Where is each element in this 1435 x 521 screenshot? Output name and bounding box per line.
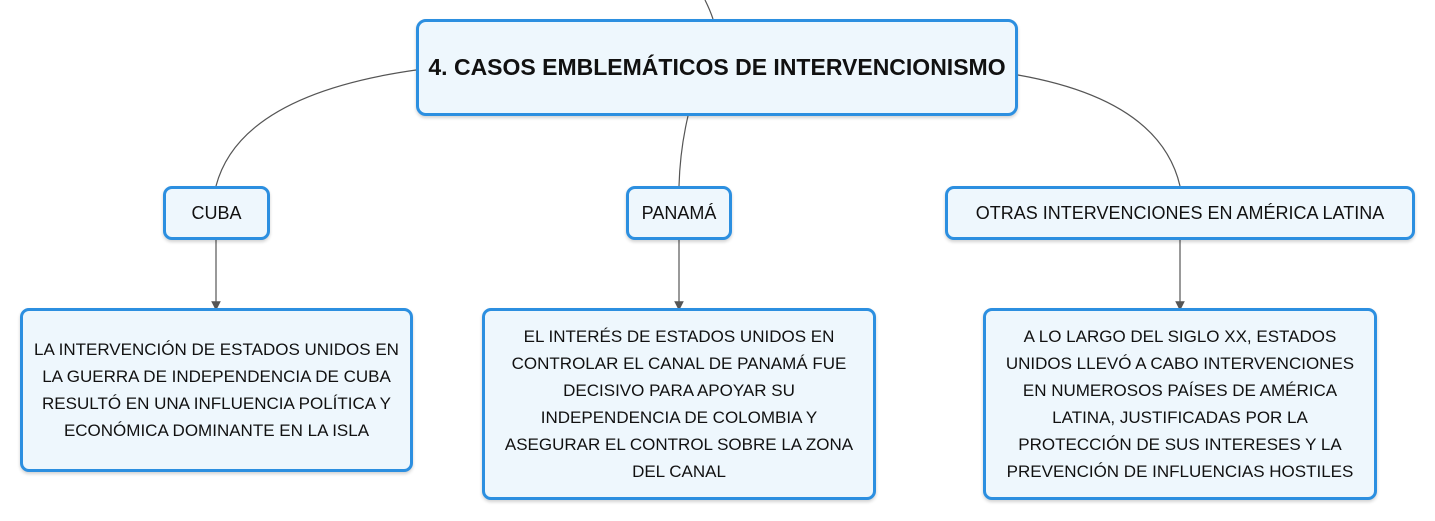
topic-node-cuba[interactable]: CUBA	[163, 186, 270, 240]
connector-root-to-cuba	[215, 69, 417, 187]
topic-node-otras-intervenciones[interactable]: OTRAS INTERVENCIONES EN AMÉRICA LATINA	[945, 186, 1415, 240]
root-topic-label: 4. CASOS EMBLEMÁTICOS DE INTERVENCIONISM…	[428, 54, 1006, 80]
root-topic-node[interactable]: 4. CASOS EMBLEMÁTICOS DE INTERVENCIONISM…	[416, 19, 1018, 116]
topic-label-panama: PANAMÁ	[641, 202, 717, 223]
subtopic-text-otras: A LO LARGO DEL SIGLO XX, ESTADOS UNIDOS …	[1005, 327, 1355, 481]
subtopic-text-panama: EL INTERÉS DE ESTADOS UNIDOS EN CONTROLA…	[504, 327, 854, 481]
connector-root-to-otras	[1017, 74, 1181, 187]
topic-node-panama[interactable]: PANAMÁ	[626, 186, 732, 240]
subtopic-node-otras-description[interactable]: A LO LARGO DEL SIGLO XX, ESTADOS UNIDOS …	[983, 308, 1377, 500]
topic-label-otras-intervenciones: OTRAS INTERVENCIONES EN AMÉRICA LATINA	[975, 202, 1385, 223]
subtopic-node-panama-description[interactable]: EL INTERÉS DE ESTADOS UNIDOS EN CONTROLA…	[482, 308, 876, 500]
topic-label-cuba: CUBA	[191, 202, 242, 223]
connector-parent-to-root	[704, 0, 714, 20]
subtopic-text-cuba: LA INTERVENCIÓN DE ESTADOS UNIDOS EN LA …	[34, 340, 399, 440]
connector-root-to-panama	[678, 115, 689, 187]
subtopic-node-cuba-description[interactable]: LA INTERVENCIÓN DE ESTADOS UNIDOS EN LA …	[20, 308, 413, 472]
